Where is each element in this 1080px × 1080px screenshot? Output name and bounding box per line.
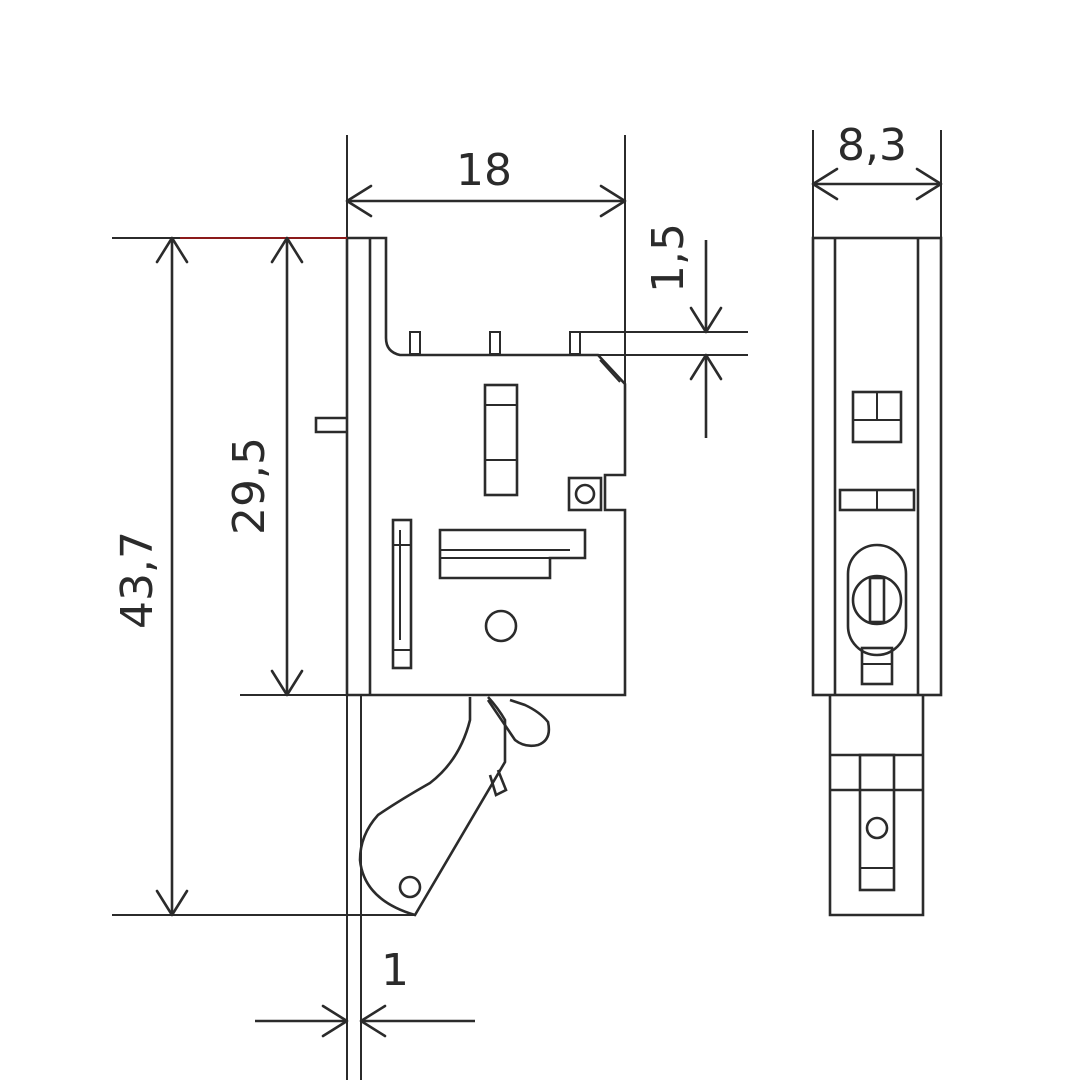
front-trigger-hole — [398, 875, 422, 899]
dim-29-5-arrow-bottom — [270, 669, 304, 697]
side-body-outline — [811, 236, 943, 697]
side-screw-head — [851, 574, 903, 626]
front-screw-square — [567, 476, 603, 512]
dim-18-arrow-left — [345, 184, 373, 218]
dim-8-3-arrow-left — [811, 167, 839, 201]
dim-1-5-arrow-top — [689, 306, 723, 334]
front-hole — [484, 609, 518, 643]
dim-43-7-label: 43,7 — [112, 531, 163, 629]
front-chamfer — [599, 359, 621, 383]
front-pin-1 — [409, 331, 421, 355]
dim-1-arrow-left — [321, 1004, 349, 1038]
side-screw-base — [860, 646, 894, 686]
dim-29-5-label: 29,5 — [224, 437, 275, 535]
dim-1-5-arrow-bottom — [689, 353, 723, 381]
dim-18-arrow-right — [599, 184, 627, 218]
front-trigger-latch — [486, 698, 551, 748]
front-pin-3 — [569, 331, 581, 355]
side-view — [811, 236, 943, 917]
dim-8-3-arrow-right — [915, 167, 943, 201]
side-lower-slot — [858, 753, 896, 892]
dim-29-5-arrow-top — [270, 236, 304, 264]
side-screw-slot — [868, 576, 886, 624]
dim-1-arrow-right — [359, 1004, 387, 1038]
front-left-hook — [314, 416, 347, 434]
front-vertical-slot — [483, 383, 519, 497]
dim-43-7-arrow-bottom — [155, 889, 189, 917]
front-pin-2 — [489, 331, 501, 355]
front-screw-circle — [574, 483, 596, 505]
front-body-outline — [345, 236, 627, 697]
dim-43-7-arrow-top — [155, 236, 189, 264]
side-lower-extension — [828, 695, 925, 917]
front-trigger-tab — [488, 769, 508, 797]
dim-1-label: 1 — [381, 945, 409, 996]
dimensions: 18 8,3 1,5 29,5 43,7 1 — [112, 120, 943, 1080]
front-side-slot — [391, 518, 413, 670]
dim-1-5-label: 1,5 — [643, 223, 694, 293]
side-lower-hole — [865, 816, 889, 840]
front-lever-block — [438, 528, 587, 580]
dim-18-label: 18 — [456, 145, 512, 196]
front-trigger — [358, 696, 507, 917]
front-view — [314, 236, 627, 917]
dim-8-3-label: 8,3 — [837, 120, 907, 171]
side-screw-capsule — [846, 543, 908, 657]
